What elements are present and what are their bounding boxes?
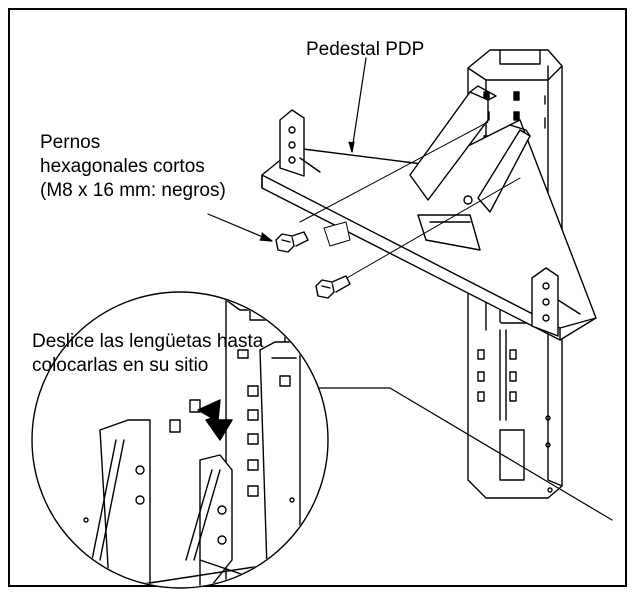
bolts-label-line-1: Pernos [40, 132, 101, 153]
slide-tabs-label-line-2: colocarlas en su sitio [32, 355, 209, 376]
angled-support [409, 85, 531, 251]
pedestal-label: Pedestal PDP [306, 39, 425, 60]
slide-tabs-label: Deslice las lengüetas hasta colocarlas e… [32, 330, 263, 378]
hex-bolt-lower [315, 275, 351, 299]
leader-lines [207, 57, 367, 242]
bolts-label-line-2: hexagonales cortos [40, 156, 205, 177]
bolt-guide-lines [299, 121, 521, 283]
bolts-label: Pernos hexagonales cortos (M8 x 16 mm: n… [40, 131, 226, 203]
detail-magnifier [31, 291, 329, 589]
hex-bolt-upper [275, 231, 309, 253]
bolts-label-line-3: (M8 x 16 mm: negros) [40, 180, 226, 201]
slide-tabs-label-line-1: Deslice las lengüetas hasta [32, 331, 264, 352]
